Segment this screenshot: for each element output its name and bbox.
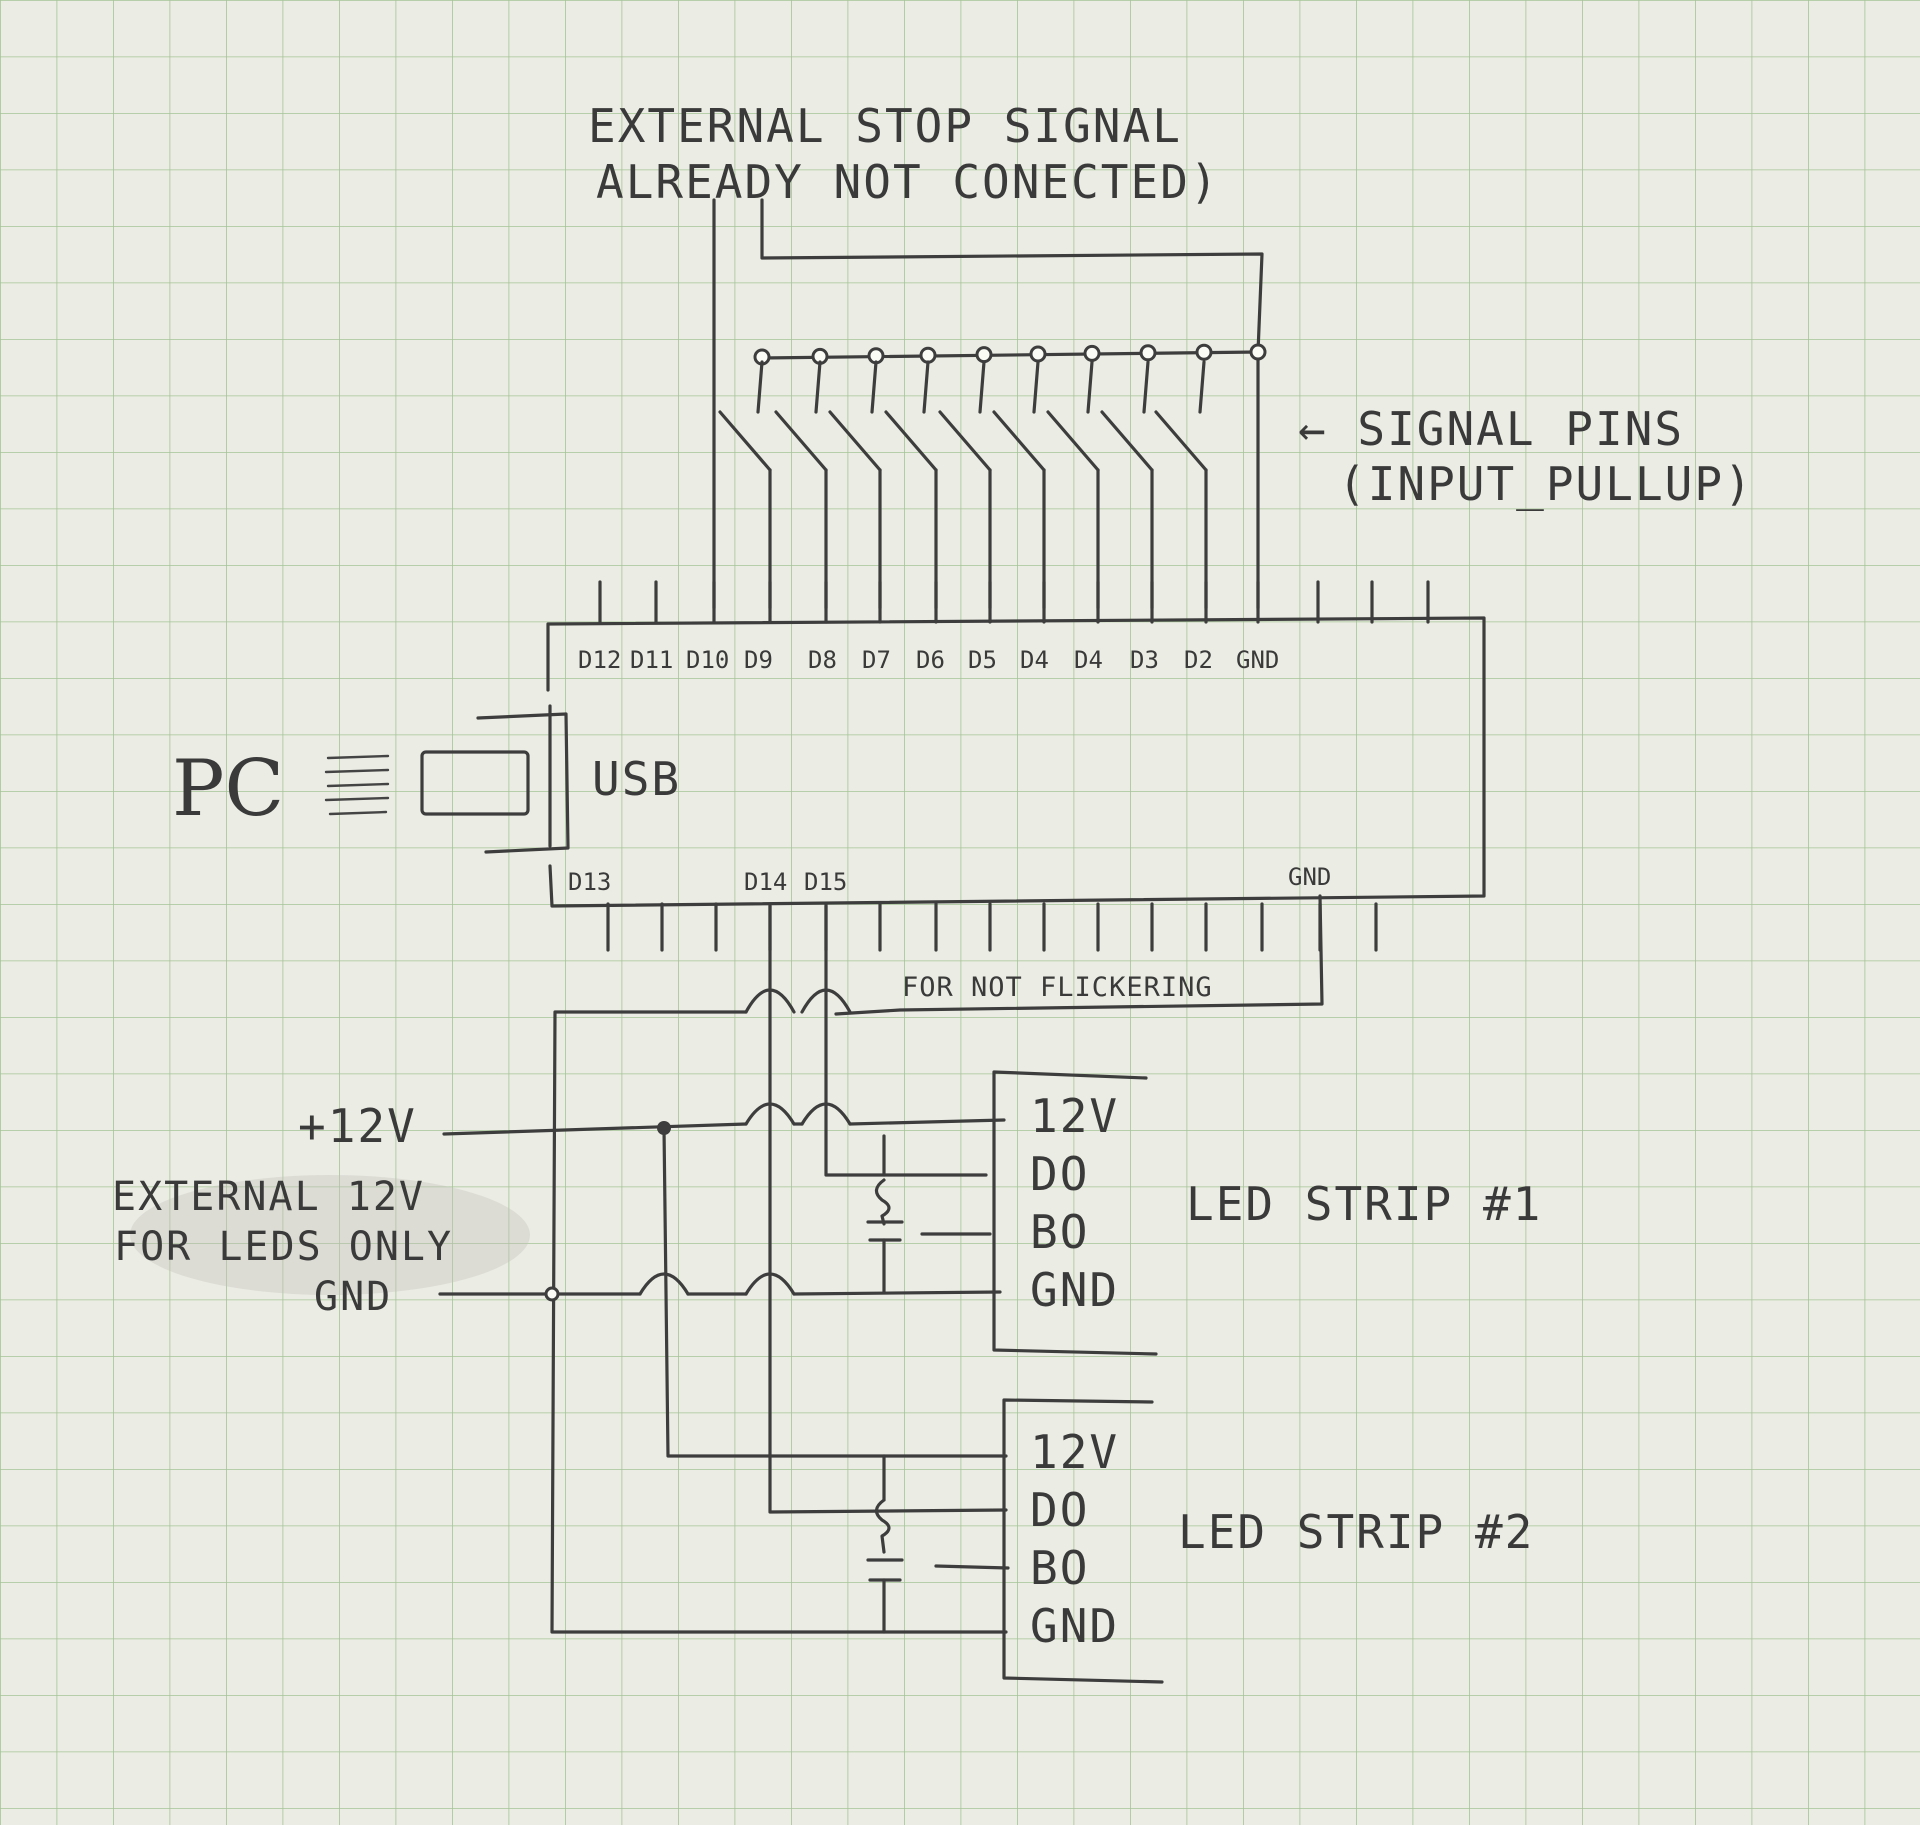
switch-blade [992, 410, 1046, 472]
switch-blade [828, 410, 882, 472]
top-pin-label: D4 [1074, 646, 1103, 674]
external-12v-label-line2: FOR LEDS ONLY [114, 1224, 453, 1270]
bottom-gnd-pin-label: GND [1288, 863, 1331, 891]
bottom-pin-label: D13 [568, 868, 611, 896]
switch-upper-lead [978, 360, 986, 414]
top-pin-label: D8 [808, 646, 837, 674]
led-strip-pin-label: 12V [1030, 1089, 1119, 1143]
switch-blade [1100, 410, 1154, 472]
led-strip-pin-label: GND [1030, 1263, 1119, 1317]
switch-upper-lead [1032, 360, 1040, 414]
top-pin-label: D6 [916, 646, 945, 674]
switch-node [919, 346, 937, 364]
strip1-outline [992, 1070, 1158, 1356]
external-12v-label-line1: EXTERNAL 12V [112, 1174, 425, 1220]
gnd-bus [550, 894, 1324, 1634]
strip2-capacitor [866, 1454, 904, 1634]
top-pin-label: D12 [578, 646, 621, 674]
strip2-outline [1002, 1398, 1164, 1684]
switch-node [1083, 344, 1101, 362]
switch-upper-lead [1086, 360, 1094, 414]
switch-node [1029, 345, 1047, 363]
wire-hop-d14-gnd [744, 988, 796, 1014]
data-line-d15 [824, 904, 988, 1177]
board-outline [546, 616, 1486, 908]
strip2-title: LED STRIP #2 [1178, 1505, 1534, 1559]
led-strip-pin-label: GND [1030, 1599, 1119, 1653]
top-pin-label: D4 [1020, 646, 1049, 674]
plus-12v-label: +12V [298, 1099, 417, 1153]
switch-upper-lead [756, 360, 764, 414]
switch-node [1195, 343, 1213, 361]
switch-blade [938, 410, 992, 472]
switch-upper-lead [814, 360, 822, 414]
switch-upper-lead [1198, 360, 1206, 414]
plus-12v-junction [657, 1121, 671, 1135]
usb-connector [420, 712, 570, 854]
flicker-note-label: FOR NOT FLICKERING [902, 972, 1213, 1003]
strip1-title: LED STRIP #1 [1186, 1177, 1542, 1231]
switch-blade [1046, 410, 1100, 472]
wire-hop-d15-gnd [800, 988, 852, 1014]
switch-blade [1154, 410, 1208, 472]
usb-cable-lines [324, 754, 390, 816]
external-stop-label-line1: EXTERNAL STOP SIGNAL [588, 99, 1182, 153]
bottom-pin-label: D15 [804, 868, 847, 896]
strip1-capacitor [866, 1134, 904, 1294]
gnd-supply-label: GND [314, 1274, 392, 1320]
led-strip-pin-label: DO [1030, 1147, 1089, 1201]
top-pin-label: D2 [1184, 646, 1213, 674]
switch-upper-lead [922, 360, 930, 414]
led-strip-pin-label: BO [1030, 1541, 1089, 1595]
data-line-d14 [768, 904, 1008, 1514]
signal-pins-label-line1: ← SIGNAL PINS [1298, 402, 1684, 456]
wire-hop-12v-d15 [800, 1102, 852, 1126]
switch-node [1139, 344, 1157, 362]
top-pin-label: D11 [630, 646, 673, 674]
strip2-bo-wire [934, 1564, 1010, 1570]
wire-hop-gndsupply-12v [638, 1272, 690, 1296]
gnd-supply-bus [438, 1290, 1002, 1296]
switch-blade [884, 410, 938, 472]
bottom-pin-label: D14 [744, 868, 787, 896]
usb-label: USB [592, 752, 681, 806]
top-pin-label: D3 [1130, 646, 1159, 674]
switch-blade [774, 410, 828, 472]
eraser-smudge [130, 1175, 530, 1295]
plus-12v-drop [662, 1126, 1008, 1458]
top-pin-label: GND [1236, 646, 1279, 674]
switch-common-rail [760, 350, 1260, 360]
gnd-supply-junction [544, 1286, 560, 1302]
signal-pins-label-line2: (INPUT_PULLUP) [1338, 457, 1754, 511]
switch-node [975, 346, 993, 364]
external-stop-label-line2: ALREADY NOT CONECTED) [596, 155, 1220, 209]
led-strip-pin-label: BO [1030, 1205, 1089, 1259]
switch-upper-lead [1142, 360, 1150, 414]
switch-upper-lead [870, 360, 878, 414]
pc-label: PC [172, 744, 284, 834]
top-pin-label: D5 [968, 646, 997, 674]
top-pin-label: D10 [686, 646, 729, 674]
switch-node-gnd [1249, 343, 1267, 361]
top-pin-label: D7 [862, 646, 891, 674]
external-stop-wire-gnd [760, 198, 1264, 354]
wire-hop-12v-d14 [744, 1102, 796, 1126]
led-strip-pin-label: 12V [1030, 1425, 1119, 1479]
wire-hop-gndsupply-d14 [744, 1272, 796, 1296]
top-pin-label: D9 [744, 646, 773, 674]
led-strip-pin-label: DO [1030, 1483, 1089, 1537]
switch-blade [718, 410, 772, 472]
